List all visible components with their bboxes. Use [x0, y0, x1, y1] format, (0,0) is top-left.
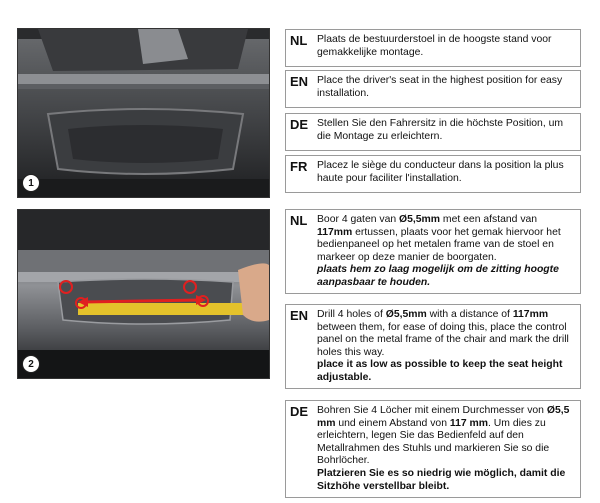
language-code: DE: [290, 117, 309, 132]
instruction-box-de: DE Stellen Sie den Fahrersitz in die höc…: [285, 113, 581, 151]
language-code: NL: [290, 213, 308, 228]
instruction-text: Place the driver's seat in the highest p…: [317, 75, 563, 99]
step-number-badge: 2: [22, 355, 40, 373]
instruction-text: Boor 4 gaten van Ø5,5mm met een afstand …: [317, 214, 561, 288]
instruction-box-nl: NL Boor 4 gaten van Ø5,5mm met een afsta…: [285, 209, 581, 294]
instruction-text: Placez le siège du conducteur dans la po…: [317, 160, 564, 184]
instruction-box-fr: FR Placez le siège du conducteur dans la…: [285, 155, 581, 193]
instruction-text: Drill 4 holes of Ø5,5mm with a distance …: [317, 309, 569, 383]
important-note: place it as low as possible to keep the …: [317, 359, 563, 383]
step1-photo: 1: [17, 28, 270, 198]
step2-photo: 2: [17, 209, 270, 379]
instruction-text: Stellen Sie den Fahrersitz in die höchst…: [317, 118, 564, 142]
instruction-box-en: EN Drill 4 holes of Ø5,5mm with a distan…: [285, 304, 581, 389]
instruction-box-de: DE Bohren Sie 4 Löcher mit einem Durchme…: [285, 400, 581, 498]
step-number-badge: 1: [22, 174, 40, 192]
instruction-box-nl: NL Plaats de bestuurderstoel in de hoogs…: [285, 29, 581, 67]
language-code: EN: [290, 308, 309, 323]
instruction-text: Bohren Sie 4 Löcher mit einem Durchmesse…: [317, 405, 570, 492]
language-code: NL: [290, 33, 308, 48]
important-note: plaats hem zo laag mogelijk om de zittin…: [317, 264, 559, 288]
instruction-text: Plaats de bestuurderstoel in de hoogste …: [317, 34, 552, 58]
measuring-tape-photo-illustration: [18, 210, 269, 378]
important-note: Platzieren Sie es so niedrig wie möglich…: [317, 467, 566, 492]
language-code: DE: [290, 404, 309, 419]
language-code: FR: [290, 159, 308, 174]
seat-frame-photo-illustration: [18, 29, 269, 197]
instruction-box-en: EN Place the driver's seat in the highes…: [285, 70, 581, 108]
language-code: EN: [290, 74, 309, 89]
